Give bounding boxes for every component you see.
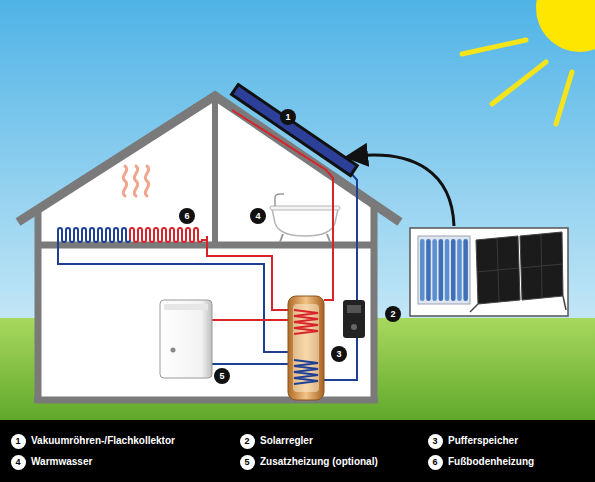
bathtub-part bbox=[275, 194, 284, 206]
collector-inset-part-part bbox=[451, 239, 456, 301]
legend-number: 6 bbox=[428, 455, 443, 470]
collector-inset-part bbox=[497, 238, 499, 302]
heat-waves-part bbox=[134, 166, 137, 196]
collector-inset-part bbox=[476, 236, 520, 304]
solar-controller-part bbox=[343, 300, 365, 338]
collector-inset-part bbox=[418, 236, 470, 304]
heat-waves bbox=[123, 166, 148, 196]
sun bbox=[462, 0, 595, 124]
pipes-part bbox=[324, 172, 357, 380]
collector-inset-part-part bbox=[439, 239, 444, 301]
legend-number: 5 bbox=[240, 455, 255, 470]
collector-inset-part bbox=[541, 234, 542, 298]
solar-controller-part bbox=[351, 324, 357, 330]
callout-number: 3 bbox=[331, 346, 347, 362]
pipes-part bbox=[130, 228, 207, 242]
bathtub-part bbox=[272, 209, 338, 236]
callout-number: 4 bbox=[250, 208, 266, 224]
boiler bbox=[160, 300, 212, 378]
buffer-tank-part bbox=[288, 296, 324, 400]
bathtub-part bbox=[280, 234, 330, 242]
callout-number: 5 bbox=[214, 368, 230, 384]
legend-number: 4 bbox=[11, 455, 26, 470]
pointer-arrow bbox=[356, 155, 454, 226]
legend-number: 3 bbox=[428, 434, 443, 449]
collector-inset-part-part bbox=[426, 239, 431, 301]
legend-text: Warmwasser bbox=[31, 456, 92, 468]
buffer-tank-part bbox=[294, 360, 318, 384]
legend-bar bbox=[0, 420, 595, 482]
boiler-part bbox=[164, 304, 208, 310]
sun-part bbox=[556, 72, 572, 124]
callout-number: 6 bbox=[179, 208, 195, 224]
solar-collector-part bbox=[232, 85, 358, 176]
house-part bbox=[212, 98, 218, 245]
callout-number: 2 bbox=[385, 306, 401, 322]
collector-inset-part-part bbox=[457, 239, 462, 301]
pipes-part bbox=[212, 363, 288, 365]
boiler-part bbox=[160, 300, 212, 378]
bathtub bbox=[270, 194, 340, 242]
sun-part bbox=[492, 62, 546, 104]
legend-number: 1 bbox=[11, 434, 26, 449]
heat-waves-part bbox=[145, 166, 148, 196]
collector-inset-part bbox=[410, 228, 568, 316]
sun-part bbox=[462, 40, 526, 54]
house-part bbox=[371, 206, 378, 403]
collector-inset bbox=[410, 228, 568, 316]
solar-collector bbox=[232, 85, 358, 176]
legend-text: Fußbodenheizung bbox=[448, 456, 534, 468]
pipes-part bbox=[207, 236, 288, 310]
sun-part bbox=[536, 0, 595, 52]
bathtub-part bbox=[270, 206, 340, 210]
callout-number: 1 bbox=[280, 109, 296, 125]
buffer-tank-part bbox=[293, 304, 319, 392]
heat-waves-part bbox=[123, 166, 126, 196]
legend-text: Vakuumröhren-/Flachkollektor bbox=[31, 435, 175, 447]
collector-inset-part-part bbox=[420, 239, 425, 301]
pipes-part bbox=[212, 319, 288, 321]
collector-inset-part bbox=[520, 232, 563, 300]
house-part bbox=[34, 397, 378, 404]
buffer-tank-part bbox=[294, 310, 318, 334]
collector-inset-part bbox=[563, 296, 566, 310]
legend-text: Zusatzheizung (optional) bbox=[260, 456, 378, 468]
collector-inset-part bbox=[420, 239, 468, 301]
boiler-part bbox=[171, 348, 176, 353]
legend-number: 2 bbox=[240, 434, 255, 449]
collector-inset-part-part bbox=[445, 239, 450, 301]
collector-inset-part-part bbox=[463, 239, 468, 301]
house bbox=[18, 96, 400, 403]
legend-text: Pufferspeicher bbox=[448, 435, 518, 447]
collector-inset-part bbox=[470, 304, 478, 312]
solar-controller-part bbox=[347, 305, 361, 313]
solar-controller bbox=[343, 300, 365, 338]
house-part bbox=[35, 208, 42, 403]
collector-inset-part-part bbox=[432, 239, 437, 301]
legend-text: Solarregler bbox=[260, 435, 313, 447]
buffer-tank bbox=[288, 296, 324, 400]
pipes-part bbox=[58, 228, 130, 242]
